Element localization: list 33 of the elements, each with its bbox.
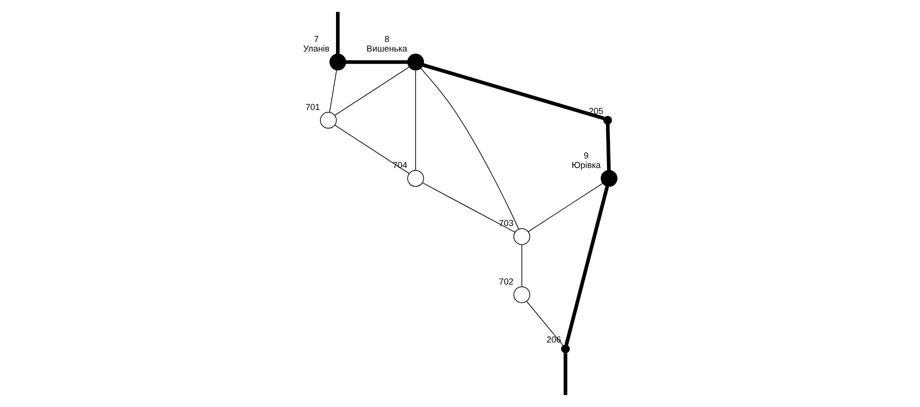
node-circle bbox=[513, 286, 530, 304]
connector bbox=[528, 183, 603, 232]
connector bbox=[334, 124, 410, 174]
node-label: Юрівка bbox=[572, 160, 601, 170]
connector bbox=[606, 124, 611, 170]
node-circle bbox=[320, 112, 337, 129]
node-label: 9 bbox=[584, 150, 589, 160]
connector bbox=[346, 60, 408, 64]
node-circle bbox=[407, 170, 424, 187]
connector bbox=[422, 182, 516, 233]
connector bbox=[564, 353, 568, 396]
connector bbox=[415, 70, 416, 171]
node-label: 703 bbox=[498, 218, 514, 228]
node-circle bbox=[600, 170, 618, 187]
connector bbox=[422, 63, 604, 120]
node-label: 7 bbox=[314, 34, 319, 44]
node-circle bbox=[329, 54, 346, 70]
node-label: 8 bbox=[384, 34, 390, 44]
connector bbox=[334, 66, 410, 116]
connector bbox=[564, 186, 609, 346]
connector bbox=[526, 300, 564, 346]
node-circle bbox=[561, 344, 570, 354]
node-circle bbox=[407, 54, 424, 70]
node-label: 702 bbox=[498, 276, 514, 286]
connector bbox=[420, 68, 520, 230]
node-label: Вишенька bbox=[366, 44, 408, 54]
connector bbox=[336, 12, 340, 54]
connector bbox=[329, 70, 337, 113]
node-label: Уланів bbox=[303, 44, 330, 54]
node-circle bbox=[603, 116, 612, 125]
connector bbox=[521, 244, 522, 287]
node-label: 701 bbox=[305, 102, 320, 112]
node-circle bbox=[513, 228, 530, 245]
